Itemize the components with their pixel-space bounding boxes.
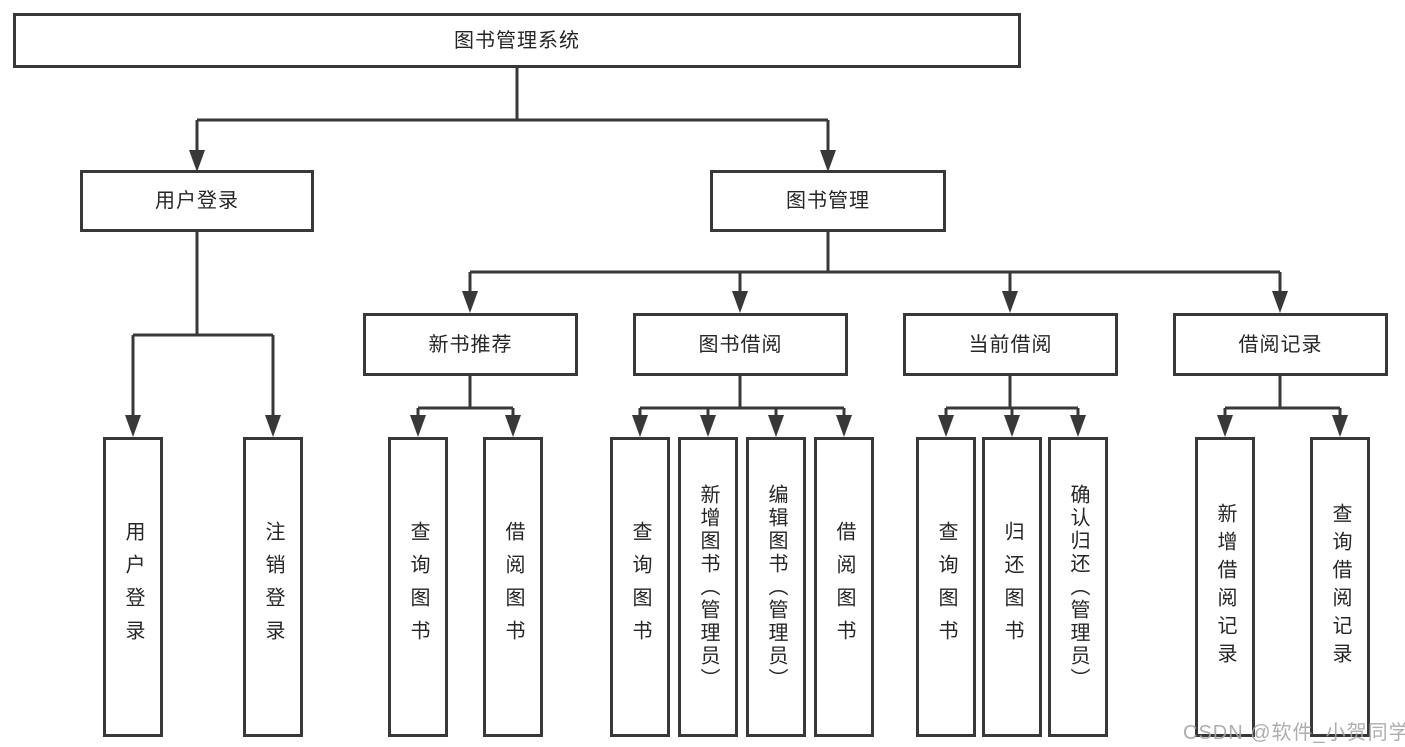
leaf-query-books-borrowing: 查询图书 xyxy=(610,437,670,737)
node-label: 确认归还（管理员） xyxy=(1067,483,1089,691)
node-label: 用户登录 xyxy=(122,521,144,653)
node-label: 归还图书 xyxy=(1001,521,1023,653)
connector-borrow-records-children xyxy=(1223,376,1342,416)
node-label: 新增借阅记录 xyxy=(1214,503,1236,671)
node-label: 借阅图书 xyxy=(833,521,855,653)
leaf-query-books-current: 查询图书 xyxy=(916,437,976,737)
leaf-return-books: 归还图书 xyxy=(982,437,1042,737)
node-book-management: 图书管理 xyxy=(710,170,946,232)
node-label: 注销登录 xyxy=(262,521,284,653)
node-label: 当前借阅 xyxy=(968,333,1053,356)
node-user-login: 用户登录 xyxy=(80,170,314,232)
leaf-borrow-books-borrowing: 借阅图书 xyxy=(814,437,874,737)
node-label: 新增图书（管理员） xyxy=(697,483,719,691)
connector-book-mgmt-children xyxy=(468,232,1282,292)
connector-new-book-children xyxy=(416,376,515,416)
leaf-logout: 注销登录 xyxy=(243,437,303,737)
node-label: 用户登录 xyxy=(155,190,239,212)
leaf-query-borrow-record: 查询借阅记录 xyxy=(1310,437,1370,737)
node-label: 查询图书 xyxy=(935,521,957,653)
connector-current-borrow-children xyxy=(944,376,1080,416)
node-label: 图书管理系统 xyxy=(454,29,580,52)
leaf-confirm-return-admin: 确认归还（管理员） xyxy=(1048,437,1108,737)
node-label: 查询图书 xyxy=(407,521,429,653)
csdn-watermark: CSDN @软件_小贺同学 xyxy=(1183,722,1405,744)
node-label: 借阅记录 xyxy=(1238,333,1323,356)
node-label: 新书推荐 xyxy=(428,333,513,356)
connector-user-login-children xyxy=(131,232,275,416)
leaf-query-books-recommend: 查询图书 xyxy=(388,437,448,737)
node-library-management-system: 图书管理系统 xyxy=(13,13,1021,68)
node-label: 图书借阅 xyxy=(698,333,783,356)
node-label: 图书管理 xyxy=(786,190,870,212)
connector-book-borrow-children xyxy=(638,376,846,416)
node-book-borrowing: 图书借阅 xyxy=(633,313,848,376)
leaf-borrow-books-recommend: 借阅图书 xyxy=(483,437,543,737)
leaf-edit-books-admin: 编辑图书（管理员） xyxy=(746,437,806,737)
connector-root-to-level2 xyxy=(195,68,830,150)
leaf-add-borrow-record: 新增借阅记录 xyxy=(1195,437,1255,737)
leaf-add-books-admin: 新增图书（管理员） xyxy=(678,437,738,737)
node-label: 借阅图书 xyxy=(502,521,524,653)
node-borrowing-records: 借阅记录 xyxy=(1173,313,1388,376)
node-current-borrowing: 当前借阅 xyxy=(903,313,1118,376)
node-label: 编辑图书（管理员） xyxy=(765,483,787,691)
node-new-book-recommendation: 新书推荐 xyxy=(363,313,578,376)
arrowheads xyxy=(125,150,1348,437)
leaf-user-login: 用户登录 xyxy=(103,437,163,737)
node-label: 查询借阅记录 xyxy=(1329,503,1351,671)
node-label: 查询图书 xyxy=(629,521,651,653)
